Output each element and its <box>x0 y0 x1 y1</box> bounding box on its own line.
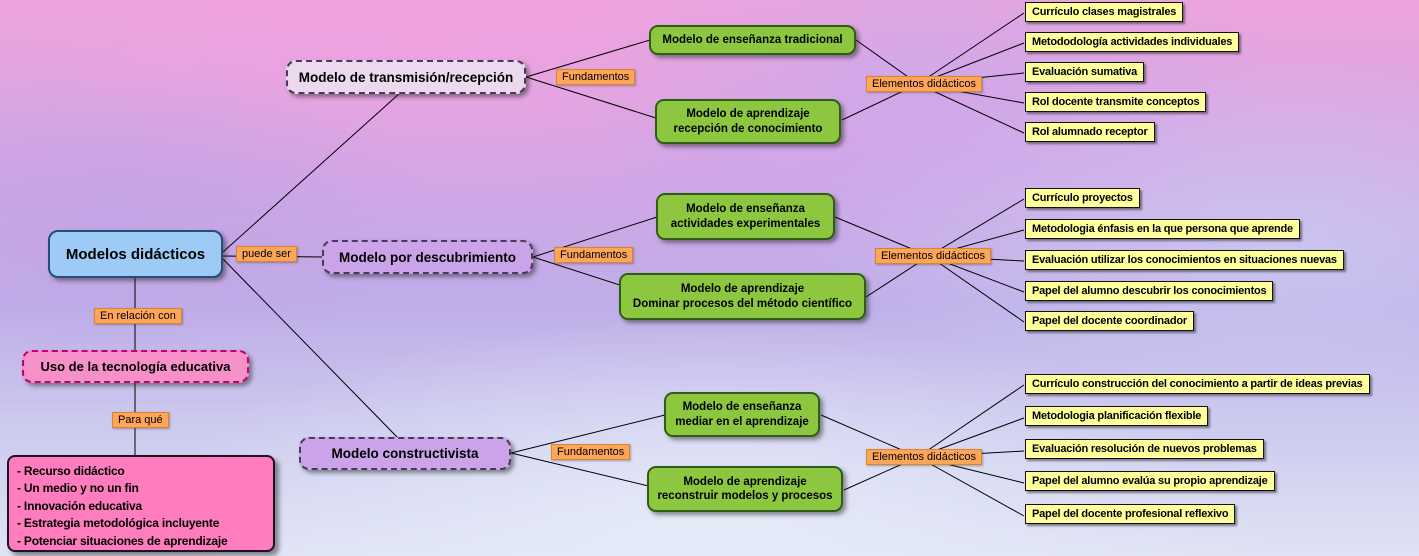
element-node[interactable]: Rol docente transmite conceptos <box>1025 92 1207 112</box>
link-label-elementos-3[interactable]: Elementos didácticos <box>866 449 982 465</box>
element-node[interactable]: Metodologia énfasis en la que persona qu… <box>1025 219 1300 239</box>
node-ensenanza-experimental[interactable]: Modelo de enseñanza actividades experime… <box>656 193 835 240</box>
node-ensenanza-mediar[interactable]: Modelo de enseñanza mediar en el aprendi… <box>664 392 820 437</box>
element-node[interactable]: Papel del alumno evalúa su propio aprend… <box>1025 471 1275 491</box>
element-node[interactable]: Metodologia planificación flexible <box>1025 406 1209 426</box>
link-label-fundamentos-3[interactable]: Fundamentos <box>551 444 631 460</box>
node-modelo-por-descubrimiento[interactable]: Modelo por descubrimiento <box>322 240 533 274</box>
element-node[interactable]: Currículo construcción del conocimiento … <box>1025 374 1370 394</box>
node-ensenanza-tradicional[interactable]: Modelo de enseñanza tradicional <box>649 25 856 55</box>
node-propositos-tecnologia[interactable]: - Recurso didáctico - Un medio y no un f… <box>7 455 275 552</box>
node-tecnologia-educativa[interactable]: Uso de la tecnología educativa <box>22 350 249 383</box>
node-modelo-constructivista[interactable]: Modelo constructivista <box>299 437 511 470</box>
node-modelos-didacticos[interactable]: Modelos didácticos <box>48 230 223 278</box>
element-node[interactable]: Evaluación resolución de nuevos problema… <box>1025 439 1264 459</box>
node-aprendizaje-metodo-cientifico[interactable]: Modelo de aprendizaje Dominar procesos d… <box>619 273 866 320</box>
link-label-para-que[interactable]: Para qué <box>112 412 169 428</box>
node-aprendizaje-reconstruir[interactable]: Modelo de aprendizaje reconstruir modelo… <box>647 466 843 512</box>
element-node[interactable]: Papel del docente coordinador <box>1025 311 1194 331</box>
element-node[interactable]: Papel del docente profesional reflexivo <box>1025 504 1236 524</box>
element-node[interactable]: Currículo proyectos <box>1025 188 1140 208</box>
node-aprendizaje-recepcion[interactable]: Modelo de aprendizaje recepción de conoc… <box>655 99 841 144</box>
element-node[interactable]: Evaluación sumativa <box>1025 62 1145 82</box>
link-label-elementos-2[interactable]: Elementos didácticos <box>875 248 991 264</box>
element-node[interactable]: Currículo clases magistrales <box>1025 2 1184 22</box>
element-node[interactable]: Metododología actividades individuales <box>1025 32 1240 52</box>
element-node[interactable]: Papel del alumno descubrir los conocimie… <box>1025 281 1274 301</box>
element-node[interactable]: Evaluación utilizar los conocimientos en… <box>1025 250 1344 270</box>
node-modelo-transmision-recepcion[interactable]: Modelo de transmisión/recepción <box>286 60 526 94</box>
link-label-fundamentos-2[interactable]: Fundamentos <box>554 247 634 263</box>
link-label-en-relacion-con[interactable]: En relación con <box>94 308 182 324</box>
link-label-elementos-1[interactable]: Elementos didácticos <box>866 76 982 92</box>
element-node[interactable]: Rol alumnado receptor <box>1025 122 1155 142</box>
link-label-puede-ser[interactable]: puede ser <box>236 246 297 262</box>
link-label-fundamentos-1[interactable]: Fundamentos <box>556 69 636 85</box>
